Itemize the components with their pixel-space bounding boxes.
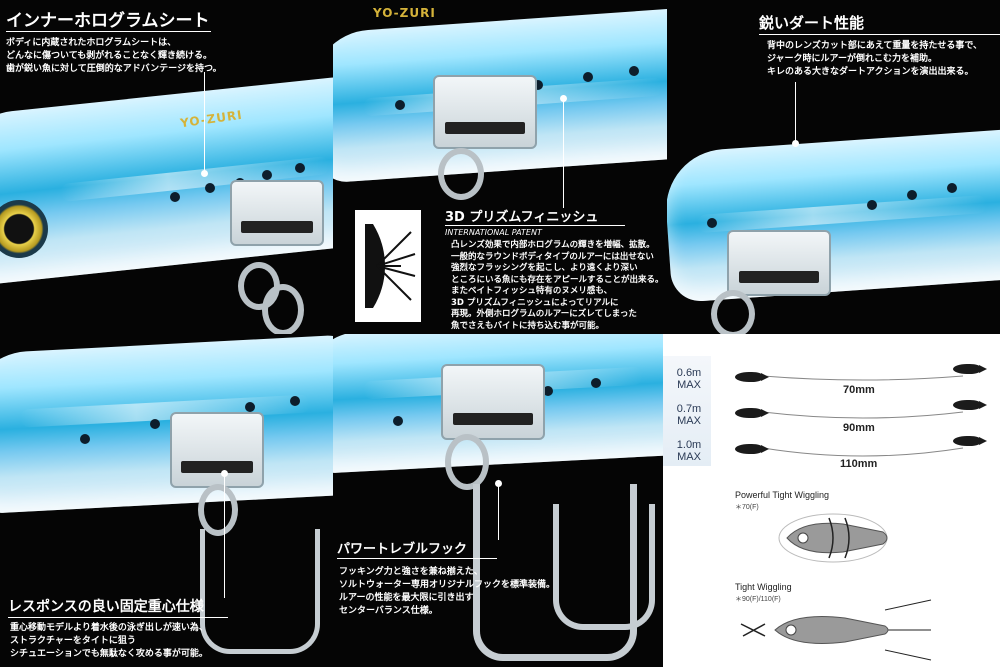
hook-desc: フッキング力と強さを兼ね揃えた、 ソルトウォーター専用オリジナルフックを標準装備… [339, 567, 556, 616]
prism-title: 3D プリズムフィニッシュ [445, 210, 599, 225]
pointer-dot [201, 170, 208, 177]
powerful-wiggle-diagram [778, 513, 888, 563]
tight-wiggle-sub: ＊90(F)/110(F) [735, 596, 781, 603]
fish-icon [953, 436, 987, 446]
lure-spot [150, 419, 160, 429]
distance-label: 110mm [840, 458, 878, 470]
lure-logo: YO-ZURI [373, 6, 436, 20]
prism-diagram-icon [355, 210, 421, 322]
depth-curves [762, 375, 964, 457]
lure-spot [80, 434, 90, 444]
lure-spot [629, 66, 639, 76]
lure-spot [533, 80, 543, 90]
distance-label: 70mm [843, 384, 875, 396]
lure-spot [262, 170, 272, 180]
split-ring [438, 148, 484, 200]
tight-wiggle-diagram [740, 599, 932, 661]
treble-hook [473, 484, 637, 661]
title-underline [759, 34, 1000, 35]
pointer-line [563, 100, 564, 208]
hologram-title: インナーホログラムシート [6, 11, 210, 31]
pointer-dot [495, 480, 502, 487]
panel-hologram: YO-ZURI インナーホログラムシート ボディに内蔵されたホログラムシートは、… [0, 0, 333, 334]
pointer-line [204, 72, 205, 172]
lure-spot [591, 378, 601, 388]
lure-spot [867, 200, 877, 210]
response-desc: 重心移動モデルより着水後の泳ぎ出しが速い為、 ストラクチャーをタイトに狙う シチ… [10, 623, 208, 659]
response-title: レスポンスの良い固定重心仕様 [8, 599, 204, 615]
lure-spot [290, 396, 300, 406]
weight-housing [170, 412, 264, 488]
fish-icon [735, 444, 769, 454]
lure-spot [245, 402, 255, 412]
weight-housing [727, 230, 831, 296]
prism-desc: 凸レンズ効果で内部ホログラムの輝きを増幅、拡散。 一般的なラウンドボディタイプの… [451, 240, 664, 331]
lure-spot [543, 386, 553, 396]
pointer-line [795, 82, 796, 142]
lure-spot [393, 416, 403, 426]
lure-spot [205, 183, 215, 193]
weight-housing [230, 180, 324, 246]
lure-spot [295, 163, 305, 173]
fish-icon [953, 400, 987, 410]
weight-housing [433, 75, 537, 149]
dart-title: 鋭いダート性能 [759, 14, 865, 32]
lure-spot [707, 218, 717, 228]
fish-icon [735, 372, 769, 382]
weight-housing [441, 364, 545, 440]
panel-hook: パワートレブルフック フッキング力と強さを兼ね揃えた、 ソルトウォーター専用オリ… [333, 334, 663, 667]
split-ring [711, 290, 755, 334]
split-ring [262, 284, 304, 334]
lure-spot [947, 183, 957, 193]
lure-spot [170, 192, 180, 202]
hook-title: パワートレブルフック [337, 542, 468, 557]
distance-label: 90mm [843, 422, 875, 434]
panel-response: レスポンスの良い固定重心仕様 重心移動モデルより着水後の泳ぎ出しが速い為、 スト… [0, 334, 333, 667]
depth-column [663, 356, 711, 466]
title-underline [337, 558, 497, 559]
pointer-line [498, 484, 499, 540]
lure-spot [395, 100, 405, 110]
panel-prism: YO-ZURI 3D プリズムフィニッシュ INTERNATIONAL PATE… [333, 0, 667, 334]
panel-dart: 鋭いダート性能 背中のレンズカット部にあえて重量を持たせる事で、 ジャーク時にル… [667, 0, 1000, 334]
lure-eye [0, 200, 48, 258]
tight-wiggle-title: Tight Wiggling [735, 582, 792, 592]
fish-icon [953, 364, 987, 374]
treble-hook [200, 529, 320, 654]
lure-spot [907, 190, 917, 200]
hologram-desc: ボディに内蔵されたホログラムシートは、 どんなに傷ついても剥がれることなく輝き続… [6, 38, 222, 74]
title-underline [6, 31, 211, 32]
split-ring [445, 434, 489, 490]
fish-icon [735, 408, 769, 418]
powerful-wiggle-sub: ＊70(F) [735, 504, 759, 511]
title-underline [8, 617, 228, 618]
title-underline [445, 225, 625, 226]
powerful-wiggle-title: Powerful Tight Wiggling [735, 490, 830, 500]
lure-spot [583, 72, 593, 82]
dart-desc: 背中のレンズカット部にあえて重量を持たせる事で、 ジャーク時にルアーが倒れこむ力… [767, 41, 983, 77]
pointer-line [224, 474, 225, 598]
treble-hook [553, 504, 655, 630]
prism-subtitle: INTERNATIONAL PATENT [445, 228, 542, 237]
pointer-dot [792, 140, 799, 147]
pointer-dot [221, 470, 228, 477]
pointer-dot [560, 95, 567, 102]
